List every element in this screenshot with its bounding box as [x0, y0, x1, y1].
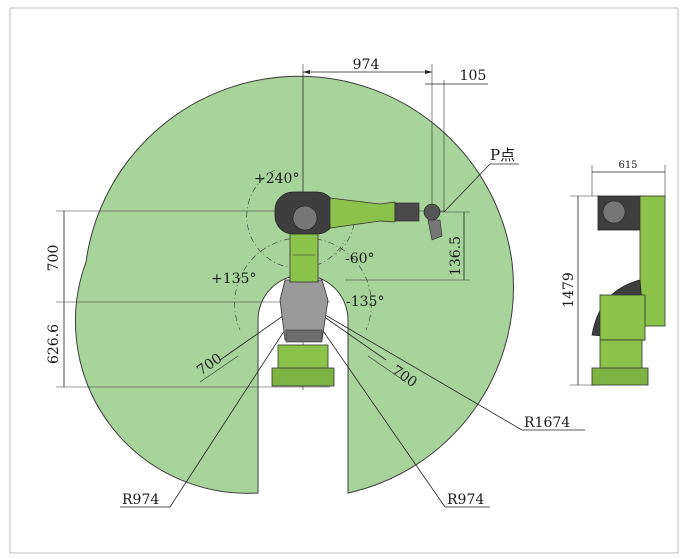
arc-plus-135: [234, 237, 304, 331]
dim-136-label: 136.5: [448, 236, 464, 276]
robot-front-view: [271, 191, 443, 387]
r974-right-label: R974: [447, 492, 484, 508]
angle-plus-135: +135°: [211, 271, 256, 287]
r974-right-leader: [302, 301, 446, 508]
robot-forearm: [329, 197, 396, 229]
page-frame: [9, 7, 679, 554]
side-shoulder-block: [599, 294, 646, 341]
side-base: [599, 339, 643, 371]
dim-105-label: 105: [460, 68, 487, 84]
side-dim-615-label: 615: [618, 160, 637, 171]
slot-tick-right: [367, 355, 407, 383]
robot-lower-arm: [289, 225, 319, 283]
r1674-label: R1674: [524, 415, 570, 431]
side-top-joint: [602, 200, 626, 224]
robot-wrist: [423, 203, 441, 221]
dim-974-arrow-left: [303, 70, 310, 74]
slot-tick-left: [199, 355, 239, 383]
dim-700-label: 700: [46, 245, 62, 272]
robot-turret: [279, 279, 329, 341]
arc-minus-135: [302, 237, 372, 331]
r974-left-label: R974: [122, 492, 159, 508]
robot-forearm-ring: [394, 202, 420, 222]
side-dim-1479-label: 1479: [561, 272, 577, 308]
robot-j3-cap: [292, 205, 318, 231]
robot-turret-lower: [285, 329, 323, 343]
robot-flange: [427, 219, 443, 241]
dim-974-arrow-right: [425, 70, 432, 74]
angle-minus-135: -135°: [346, 294, 384, 310]
r974-left-leader: [169, 301, 304, 508]
arc-plus-240: [246, 169, 346, 269]
p-point-leader: [443, 163, 491, 213]
dim-626-label: 626.6: [46, 324, 62, 364]
side-base-foot: [591, 367, 649, 386]
workspace-envelope: [74, 75, 514, 494]
angle-plus-240: +240°: [254, 171, 299, 187]
p-point-label: P点: [490, 146, 515, 164]
robot-side-view: 615 1479: [561, 160, 666, 386]
dim-974-label: 974: [353, 57, 380, 73]
angle-minus-60: -60°: [345, 251, 375, 267]
robot-base-foot: [271, 367, 335, 387]
r1674-leader: [302, 301, 523, 431]
